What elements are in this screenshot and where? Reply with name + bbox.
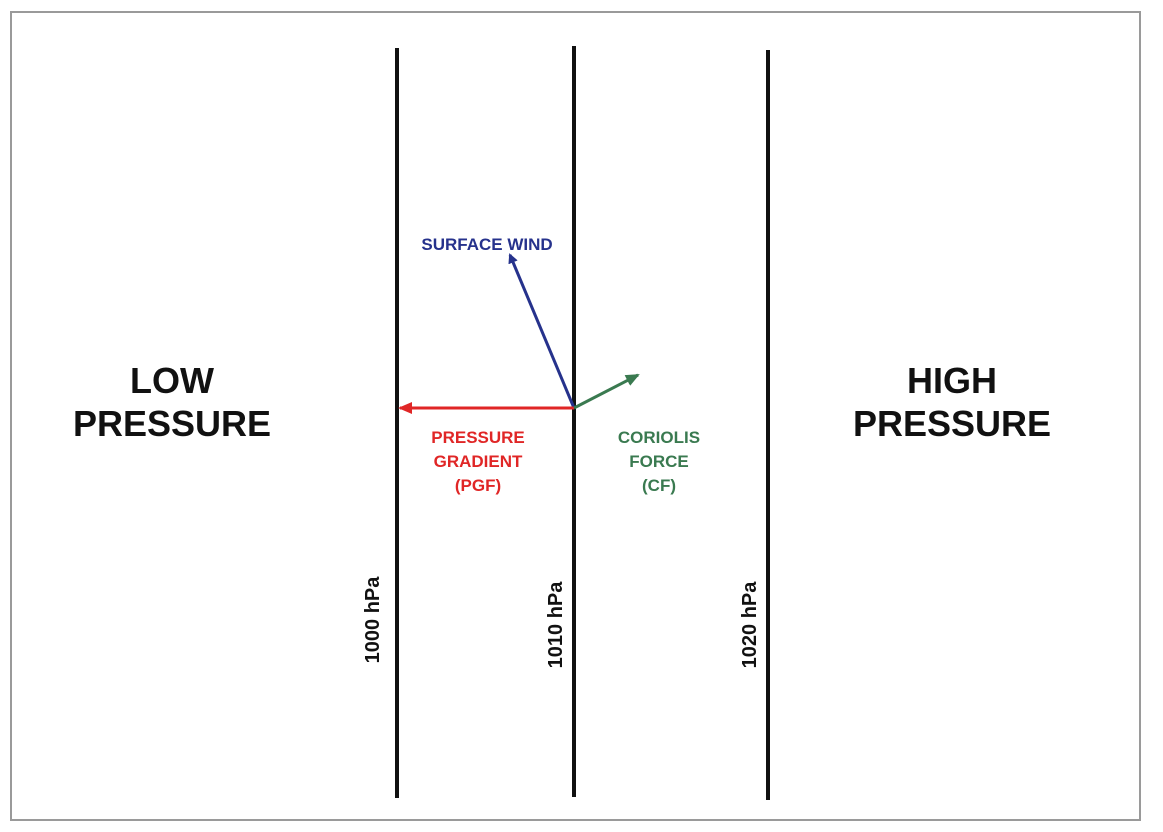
low-pressure-label: LOW PRESSURE	[73, 360, 271, 444]
high-pressure-line1: HIGH	[907, 360, 997, 401]
surface-wind-arrow	[508, 253, 576, 409]
low-pressure-line2: PRESSURE	[73, 403, 271, 444]
cf-label-line1: CORIOLIS	[618, 428, 700, 447]
high-pressure-line2: PRESSURE	[853, 403, 1051, 444]
pgf-label-line2: GRADIENT	[434, 452, 523, 471]
pgf-label-line3: (PGF)	[455, 476, 501, 495]
cf-label-line2: FORCE	[629, 452, 689, 471]
coriolis-force-arrow	[573, 373, 640, 410]
isobar-1000-label: 1000 hPa	[362, 576, 384, 664]
isobar-1010-label: 1010 hPa	[545, 581, 567, 669]
high-pressure-label: HIGH PRESSURE	[853, 360, 1051, 444]
pressure-gradient-label: PRESSURE GRADIENT (PGF)	[431, 428, 525, 495]
surface-wind-label: SURFACE WIND	[421, 235, 552, 254]
low-pressure-line1: LOW	[130, 360, 214, 401]
cf-label-line3: (CF)	[642, 476, 676, 495]
isobar-1020-label: 1020 hPa	[739, 581, 761, 669]
pgf-label-line1: PRESSURE	[431, 428, 525, 447]
coriolis-force-label: CORIOLIS FORCE (CF)	[618, 428, 700, 495]
diagram-frame	[10, 11, 1141, 821]
